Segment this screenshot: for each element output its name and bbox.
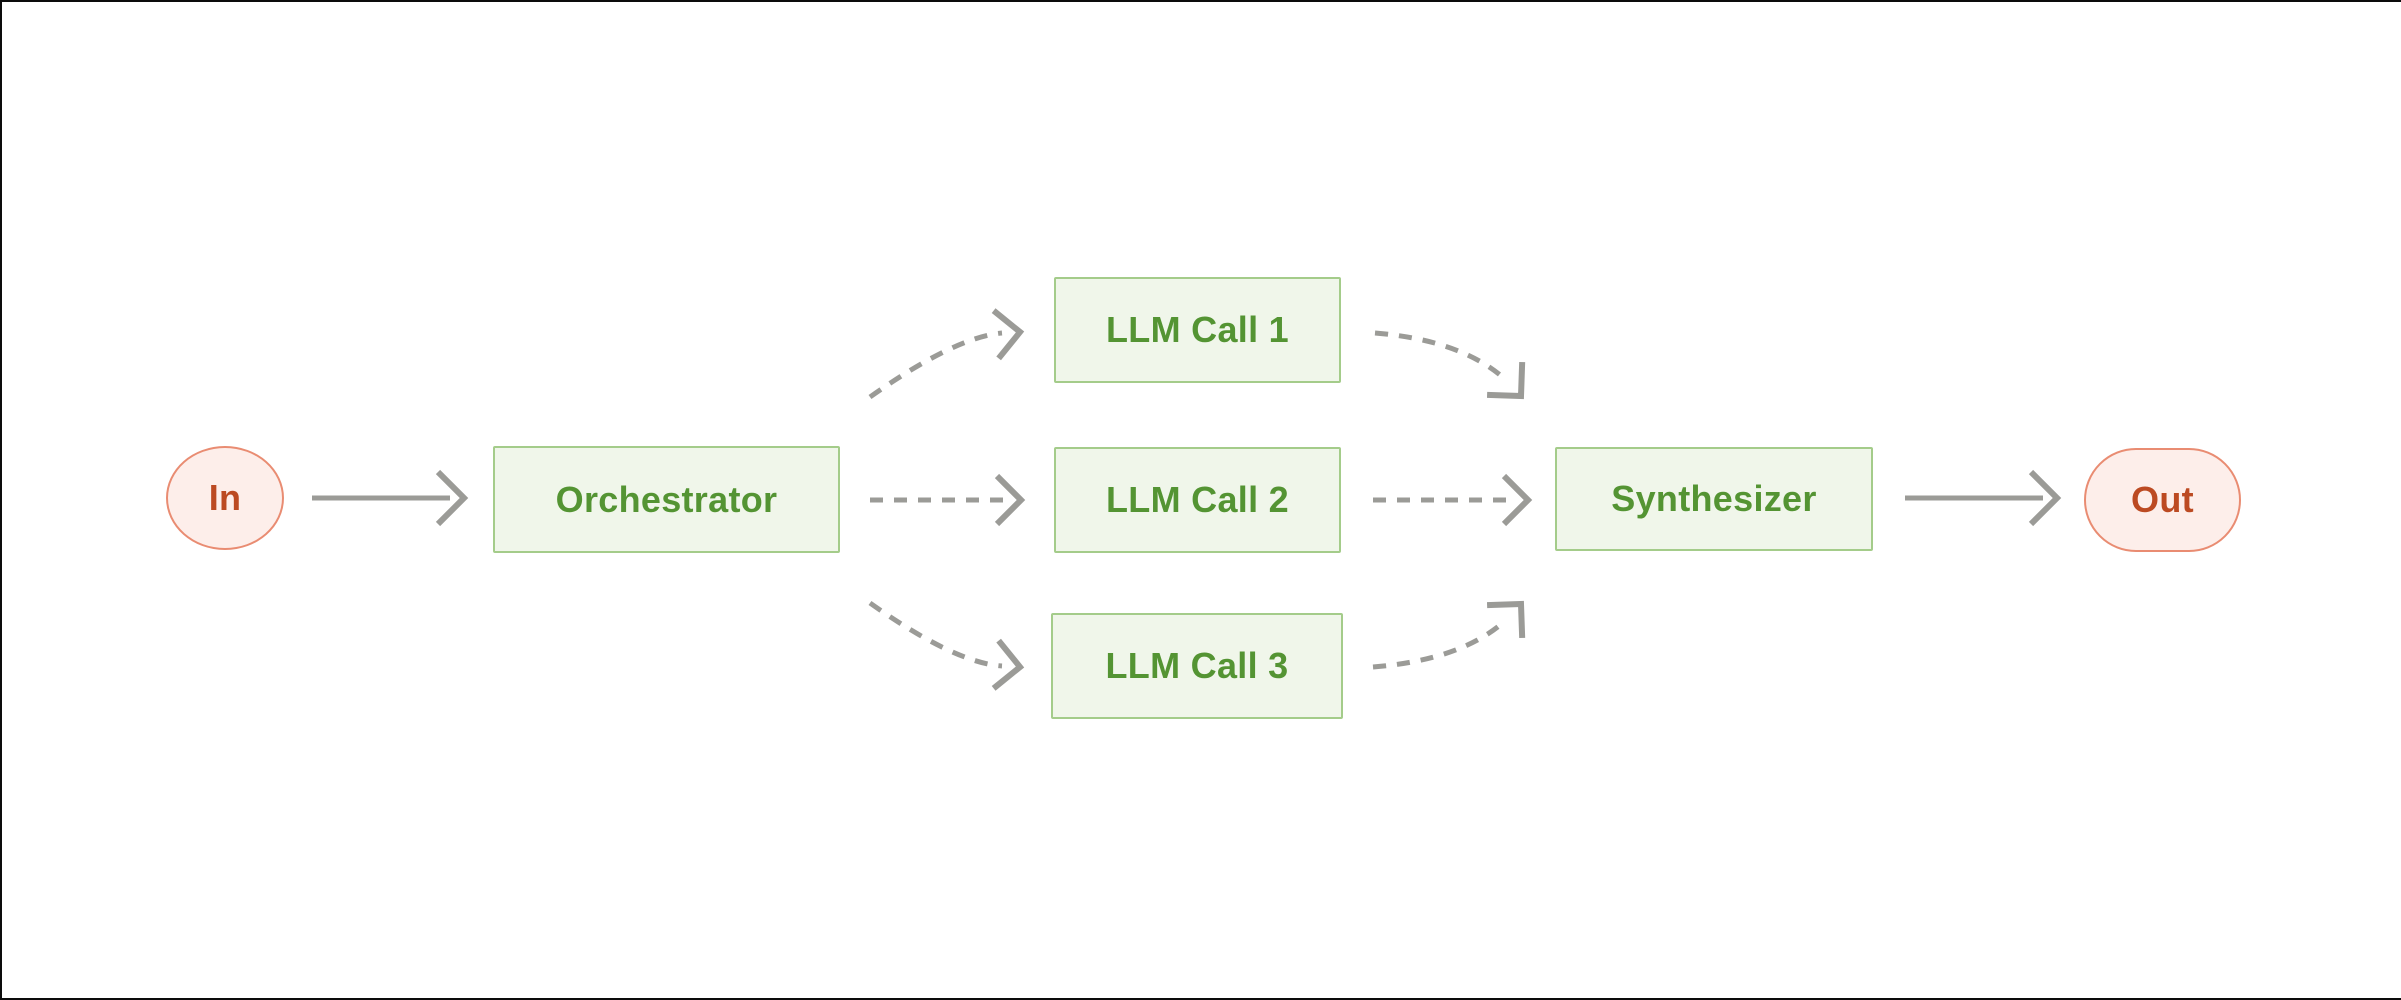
edge-llm3-synthesizer	[1372, 600, 1526, 670]
node-in: In	[166, 446, 284, 550]
arrowhead-icon	[994, 473, 1026, 527]
edge-orchestrator-llm3	[868, 600, 1025, 691]
arrowhead-icon	[1501, 473, 1533, 527]
node-orchestrator: Orchestrator	[493, 446, 840, 553]
edge-synthesizer-out	[1905, 469, 2062, 527]
arrowhead-icon	[991, 638, 1025, 691]
node-llm-call-3-label: LLM Call 3	[1105, 645, 1289, 686]
node-out: Out	[2084, 448, 2241, 552]
node-llm-call-3: LLM Call 3	[1051, 613, 1343, 719]
node-llm-call-2: LLM Call 2	[1054, 447, 1341, 553]
arrowhead-icon	[1486, 600, 1526, 639]
arrowhead-icon	[2028, 469, 2062, 527]
node-synthesizer-label: Synthesizer	[1611, 478, 1817, 519]
node-synthesizer: Synthesizer	[1555, 447, 1873, 551]
node-orchestrator-label: Orchestrator	[555, 478, 778, 520]
edge-in-orchestrator	[312, 469, 469, 527]
edge-llm2-synthesizer	[1373, 473, 1533, 527]
arrowhead-icon	[1486, 361, 1526, 400]
arrowhead-icon	[991, 308, 1025, 361]
edge-orchestrator-llm2	[870, 473, 1026, 527]
edge-llm1-synthesizer	[1374, 330, 1526, 400]
arrowhead-icon	[435, 469, 469, 527]
node-llm-call-2-label: LLM Call 2	[1105, 479, 1290, 520]
edge-orchestrator-llm1	[868, 308, 1025, 400]
node-in-label: In	[208, 477, 242, 518]
node-out-label: Out	[2131, 479, 2194, 520]
node-llm-call-1: LLM Call 1	[1054, 277, 1341, 383]
node-llm-call-1-label: LLM Call 1	[1105, 309, 1290, 350]
